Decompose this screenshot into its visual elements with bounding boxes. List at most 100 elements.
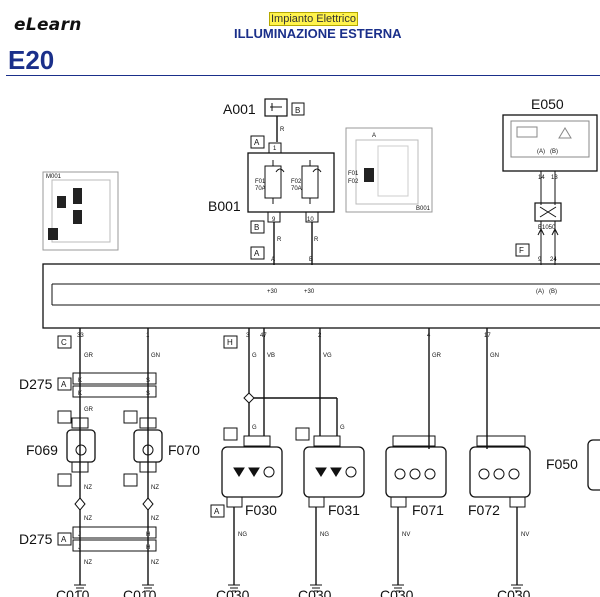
wire-r1: R [280, 127, 285, 133]
bus-pin-33: 33 [77, 333, 84, 339]
a001-pin: B [295, 106, 300, 115]
f069-lamp [66, 429, 96, 463]
lower-wire-nz1: NZ [84, 485, 92, 491]
lower-wire-nv1: NV [402, 532, 410, 538]
f072-lamp-cluster [469, 446, 531, 498]
wire-gr2: GR [432, 353, 442, 359]
f069-label: F069 [26, 442, 58, 458]
lower-wire-g3: G [340, 425, 345, 431]
bus-pin-47: 47 [260, 333, 267, 339]
section-subtitle[interactable]: Impianto Elettrico [269, 12, 358, 26]
ecu-pin-b-paren: (B) [549, 289, 557, 295]
b001-label: B001 [208, 198, 241, 214]
f050-lamp [587, 439, 600, 491]
ecu-conn-a: A [254, 249, 260, 258]
f01-label: F01 [255, 179, 266, 185]
body-computer-bus [42, 263, 600, 329]
panel-f01: F01 [348, 171, 359, 177]
f071-label: F071 [412, 502, 444, 518]
wire-vg: VG [323, 353, 332, 359]
diagram-code: E20 [8, 45, 55, 75]
bus-pin-3: 3 [246, 333, 250, 339]
wiring-diagram: A001 B001 E050 D275 D275 F069 F070 F030 … [19, 96, 600, 597]
lower-wire-nz3: NZ [84, 516, 92, 522]
ecu-pin-24: 24 [550, 257, 557, 263]
f01-rating: 70A [255, 186, 266, 192]
m001-label: M001 [46, 174, 62, 180]
ecu-pin-9: 9 [538, 257, 542, 263]
header-divider [6, 75, 600, 76]
wire-gr1: GR [84, 353, 94, 359]
ecu-pin-a-paren: (A) [536, 289, 544, 295]
f030-lamp-cluster [221, 446, 283, 498]
wire-vb: VB [267, 353, 275, 359]
d275-k1: K [78, 378, 82, 384]
conn-c-label: C [61, 338, 67, 347]
b001-conn-a: A [254, 138, 260, 147]
panel-f02: F02 [348, 179, 359, 185]
ground-c030b: C030 [298, 587, 332, 597]
conn-h-label: H [227, 338, 233, 347]
bus-pin-2: 2 [318, 333, 322, 339]
f072-label: F072 [468, 502, 500, 518]
d275-lower-label: D275 [19, 531, 53, 547]
d275-h1: H [146, 532, 150, 538]
page-header: eLearn Impianto Elettrico ILLUMINAZIONE … [0, 0, 600, 78]
f071-lamp-cluster [385, 446, 447, 498]
wire-r2: R [277, 237, 282, 243]
lower-wire-gr: GR [84, 407, 94, 413]
d275-upper-pin: A [61, 380, 67, 389]
d275-lower-pin: A [61, 535, 67, 544]
d275-k2: S [146, 378, 150, 384]
panel-a: A [372, 133, 376, 139]
e050-pin-a: (A) [537, 149, 545, 155]
e050-conn-f: F [519, 246, 524, 255]
f030-conn-label: A [214, 507, 220, 516]
e050-pin-13: 13 [551, 175, 558, 181]
lower-wire-g2: G [252, 425, 257, 431]
lower-wire-nz4: NZ [151, 516, 159, 522]
b001-pin-1: 1 [273, 146, 277, 152]
a001-label: A001 [223, 101, 256, 117]
e050-pin-b: (B) [550, 149, 558, 155]
wire-gn2: GN [490, 353, 499, 359]
f031-lamp-cluster [303, 446, 365, 498]
d275-h2: H [146, 545, 150, 551]
wire-g1: G [252, 353, 257, 359]
b001-panel-label: B001 [416, 206, 431, 212]
f070-label: F070 [168, 442, 200, 458]
d275-k3: K [78, 391, 82, 397]
d275-j1: J [78, 532, 81, 538]
ecu-pin-30b: +30 [304, 289, 315, 295]
e050-label: E050 [531, 96, 564, 112]
ground-c010a: C010 [56, 587, 90, 597]
ecu-pin-a: A [271, 257, 275, 263]
ground-symbols [74, 584, 523, 592]
d275-k4: S [146, 391, 150, 397]
ground-c030c: C030 [380, 587, 414, 597]
lower-wire-nz5: NZ [84, 560, 92, 566]
wire-r3: R [314, 237, 319, 243]
lower-wire-nv2: NV [521, 532, 529, 538]
b001-conn-b: B [254, 223, 259, 232]
page-title: ILLUMINAZIONE ESTERNA [234, 26, 402, 41]
f031-label: F031 [328, 502, 360, 518]
ground-c030d: C030 [497, 587, 531, 597]
d275-upper-label: D275 [19, 376, 53, 392]
e050-pin-14: 14 [538, 175, 545, 181]
b001-panel-drawing [345, 127, 433, 213]
bus-pin-17: 17 [484, 333, 491, 339]
d275-j2: J [78, 545, 81, 551]
b001-pin-9: 9 [272, 217, 276, 223]
lower-wire-ng2: NG [320, 532, 329, 538]
m001-panel-drawing [42, 171, 119, 251]
b001-pin-10: 10 [307, 217, 314, 223]
f030-label: F030 [245, 502, 277, 518]
wire-gn1: GN [151, 353, 160, 359]
elearn-logo: eLearn [14, 15, 82, 35]
ecu-pin-30a: +30 [267, 289, 278, 295]
lower-wire-nz6: NZ [151, 560, 159, 566]
e050-module [502, 114, 598, 265]
lower-wire-nz2: NZ [151, 485, 159, 491]
ground-c030a: C030 [216, 587, 250, 597]
